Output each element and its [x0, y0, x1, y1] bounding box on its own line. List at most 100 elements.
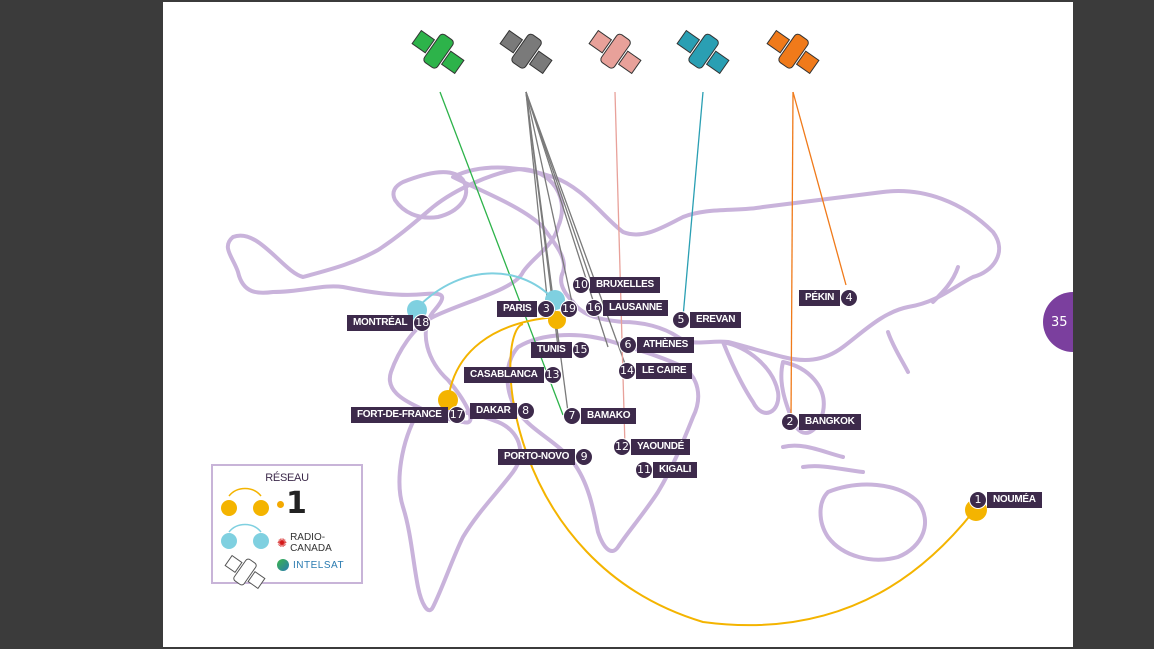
satellite-beams	[439, 91, 847, 448]
city-name: BAMAKO	[581, 407, 637, 424]
eurasia-outline	[451, 165, 1001, 362]
city-name: BANGKOK	[799, 413, 861, 430]
south-america-outline	[397, 408, 523, 613]
legend-satellite-icon	[224, 554, 266, 590]
city-erevan: 5 EREVAN	[672, 310, 742, 329]
city-bruxelles: 10 BRUXELLES	[572, 275, 660, 294]
city-number: 13	[543, 365, 562, 384]
city-name: TUNIS	[531, 341, 572, 358]
satellite-orange-icon	[766, 29, 820, 75]
legend-blue-dot	[221, 533, 237, 549]
city-yaounde: 12 YAOUNDÉ	[613, 437, 690, 456]
city-name: YAOUNDÉ	[631, 438, 690, 455]
south-asia-outline	[721, 340, 826, 435]
city-number: 16	[585, 298, 603, 317]
city-paris: PARIS 3	[497, 299, 556, 318]
document-page: 1 NOUMÉA 2 BANGKOK PARIS 3 PÉKIN 4 5 ERE…	[163, 2, 1073, 647]
australia-outline	[818, 482, 928, 562]
greenland-outline	[391, 170, 469, 220]
city-kigali: 11 KIGALI	[635, 460, 698, 479]
beam-pink-yaounde	[614, 91, 626, 448]
dot-paris-yellow	[548, 311, 566, 329]
city-pekin: PÉKIN 4	[799, 288, 859, 307]
city-name: PÉKIN	[799, 289, 841, 306]
city-le-caire: 14 LE CAIRE	[618, 361, 693, 380]
legend-symbols	[221, 487, 269, 590]
brand-intelsat: INTELSAT	[277, 559, 344, 571]
city-lausanne: 16 LAUSANNE	[585, 298, 669, 317]
city-name: PORTO-NOVO	[498, 448, 576, 465]
arc-one-fort-de-france	[447, 316, 557, 403]
city-name: ATHÈNES	[637, 336, 694, 353]
intelsat-logo-icon	[277, 559, 289, 571]
world-map	[225, 29, 1001, 627]
city-name: EREVAN	[690, 311, 742, 328]
city-19: 19	[560, 299, 578, 318]
satellite-green-icon	[411, 29, 465, 75]
city-number: 5	[672, 310, 690, 329]
city-number: 7	[563, 406, 581, 425]
city-athenes: 6 ATHÈNES	[619, 335, 694, 354]
city-bangkok: 2 BANGKOK	[781, 412, 861, 431]
city-name: DAKAR	[470, 402, 517, 419]
city-casablanca: CASABLANCA 13	[464, 365, 562, 384]
city-name: BRUXELLES	[590, 276, 660, 293]
city-name: LE CAIRE	[636, 362, 693, 379]
legend-blue-dot	[253, 533, 269, 549]
north-america-outline	[225, 167, 564, 425]
brand-radio-text: RADIO-CANADA	[290, 532, 332, 554]
beam-orange-pekin	[792, 91, 847, 286]
beam-gray-3	[525, 91, 569, 413]
satellite-icons	[411, 29, 820, 75]
city-number: 19	[560, 299, 578, 318]
city-name: LAUSANNE	[603, 299, 669, 316]
city-number: 12	[613, 437, 631, 456]
islands-outline	[781, 265, 960, 474]
legend-yellow-dot	[221, 500, 237, 516]
city-number: 2	[781, 412, 799, 431]
brand-one-text: 1	[286, 486, 307, 521]
beam-orange-bangkok	[790, 91, 794, 421]
dot-fort-de-france	[438, 390, 458, 410]
city-name: MONTRÉAL	[347, 314, 414, 331]
city-bamako: 7 BAMAKO	[563, 406, 637, 425]
beam-gray-7	[525, 91, 629, 373]
legend-yellow-dot	[253, 500, 269, 516]
city-montreal: MONTRÉAL 18	[347, 313, 432, 332]
beam-gray-4	[525, 91, 574, 308]
city-name: KIGALI	[653, 461, 698, 478]
city-dakar: DAKAR 8	[470, 401, 535, 420]
beam-gray-1	[525, 91, 549, 308]
beam-green-bamako	[439, 91, 564, 416]
radio-canada-logo-icon: ✺	[277, 536, 288, 550]
city-number: 10	[572, 275, 590, 294]
city-noumea: 1 NOUMÉA	[969, 490, 1042, 509]
city-number: 6	[619, 335, 637, 354]
city-number: 14	[618, 361, 636, 380]
city-number: 3	[537, 299, 556, 318]
city-porto-novo: PORTO-NOVO 9	[498, 447, 594, 466]
satellite-teal-icon	[676, 29, 730, 75]
city-name: NOUMÉA	[987, 491, 1042, 508]
city-name: FORT-DE-FRANCE	[351, 406, 448, 423]
brand-intelsat-text: INTELSAT	[293, 559, 345, 571]
arc-radio-canada	[417, 272, 557, 308]
legend-title: RÉSEAU	[265, 472, 309, 484]
satellite-gray-icon	[499, 29, 553, 75]
city-number: 4	[840, 288, 859, 307]
satellite-pink-icon	[588, 29, 642, 75]
city-name: PARIS	[497, 300, 538, 317]
city-number: 8	[516, 401, 535, 420]
city-number: 9	[575, 447, 594, 466]
city-tunis: TUNIS 15	[531, 340, 590, 359]
beam-teal-erevan	[682, 91, 704, 318]
city-name: CASABLANCA	[464, 366, 544, 383]
network-legend: RÉSEAU 1 ✺RADIO-CANADA INTELSAT	[211, 464, 363, 590]
city-fort-de-france: FORT-DE-FRANCE 17	[351, 405, 466, 424]
city-number: 1	[969, 490, 987, 509]
brand-radio-canada: ✺RADIO-CANADA	[277, 532, 361, 554]
city-number: 11	[635, 460, 653, 479]
city-number: 18	[413, 313, 432, 332]
brand-one-dot	[277, 501, 284, 508]
page-number: 35	[1051, 314, 1068, 330]
